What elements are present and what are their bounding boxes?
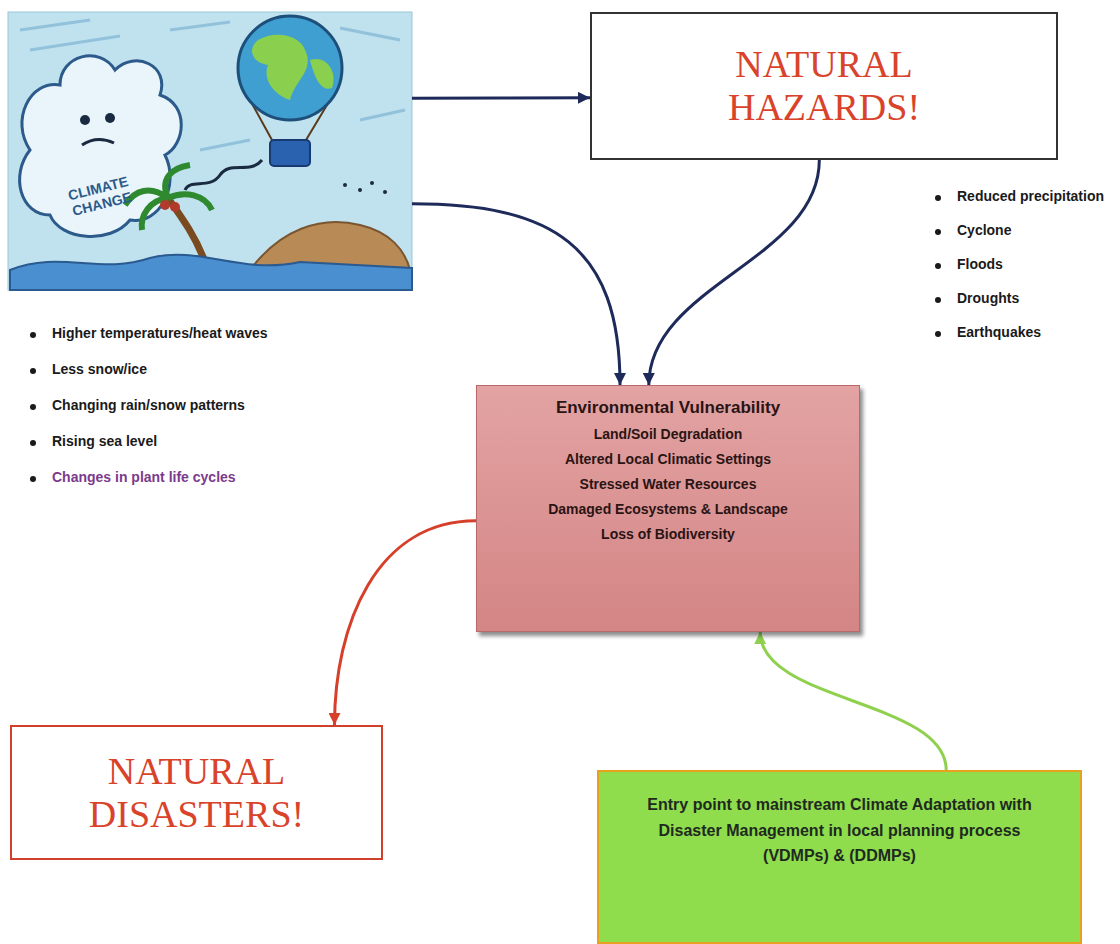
connector-arrow xyxy=(335,521,476,725)
box-line: Loss of Biodiversity xyxy=(601,526,735,542)
bullet-dot xyxy=(935,229,941,235)
hazards-box: NATURAL HAZARDS! xyxy=(590,12,1058,160)
bullet-dot xyxy=(935,331,941,337)
bullet-text: Changes in plant life cycles xyxy=(52,469,236,485)
vulnerability-box: Environmental VulnerabilityLand/Soil Deg… xyxy=(476,385,860,632)
cartoon-sky xyxy=(8,12,412,290)
bullet-text: Rising sea level xyxy=(52,433,157,449)
climate-cartoon xyxy=(0,0,420,300)
bullet-text: Floods xyxy=(957,256,1003,272)
bullet-text: Less snow/ice xyxy=(52,361,147,377)
globe-balloon xyxy=(238,16,342,166)
bullet-text: Changing rain/snow patterns xyxy=(52,397,245,413)
bullet-text: Reduced precipitation xyxy=(957,188,1104,204)
box-line: Damaged Ecosystems & Landscape xyxy=(548,501,788,517)
connector-arrow xyxy=(412,96,590,99)
bullet-dot xyxy=(935,195,941,201)
bullet-dot xyxy=(30,476,36,482)
palm-tree xyxy=(125,165,212,262)
birds xyxy=(343,181,387,194)
cloud-caption: CLIMATE CHANGE xyxy=(38,166,162,226)
cloud-face xyxy=(80,113,115,145)
box-text: Entry point to mainstream Climate Adapta… xyxy=(625,792,1054,869)
connector-arrow xyxy=(649,160,820,385)
adaptation-box: Entry point to mainstream Climate Adapta… xyxy=(597,770,1082,944)
connector-arrow xyxy=(412,204,620,385)
climate-cloud xyxy=(20,56,182,237)
bullet-dot xyxy=(935,263,941,269)
co2-exhaust xyxy=(185,160,262,190)
bullet-dot xyxy=(30,404,36,410)
bullet-dot xyxy=(30,332,36,338)
illustration-node: CLIMATE CHANGE xyxy=(8,12,412,290)
bullet-text: Higher temperatures/heat waves xyxy=(52,325,268,341)
connector-arrow xyxy=(760,632,946,770)
sea-waves xyxy=(10,255,412,290)
box-line: Land/Soil Degradation xyxy=(594,426,743,442)
bullet-dot xyxy=(30,368,36,374)
box-heading: Environmental Vulnerability xyxy=(556,398,780,418)
bullet-text: Droughts xyxy=(957,290,1019,306)
bullet-text: Earthquakes xyxy=(957,324,1041,340)
disasters-box: NATURAL DISASTERS! xyxy=(10,725,383,860)
box-line: Altered Local Climatic Settings xyxy=(565,451,771,467)
bullet-text: Cyclone xyxy=(957,222,1011,238)
bullet-dot xyxy=(935,297,941,303)
bullet-dot xyxy=(30,440,36,446)
box-title: NATURAL DISASTERS! xyxy=(67,750,327,835)
box-title: NATURAL HAZARDS! xyxy=(694,43,954,128)
box-line: Stressed Water Resources xyxy=(580,476,757,492)
